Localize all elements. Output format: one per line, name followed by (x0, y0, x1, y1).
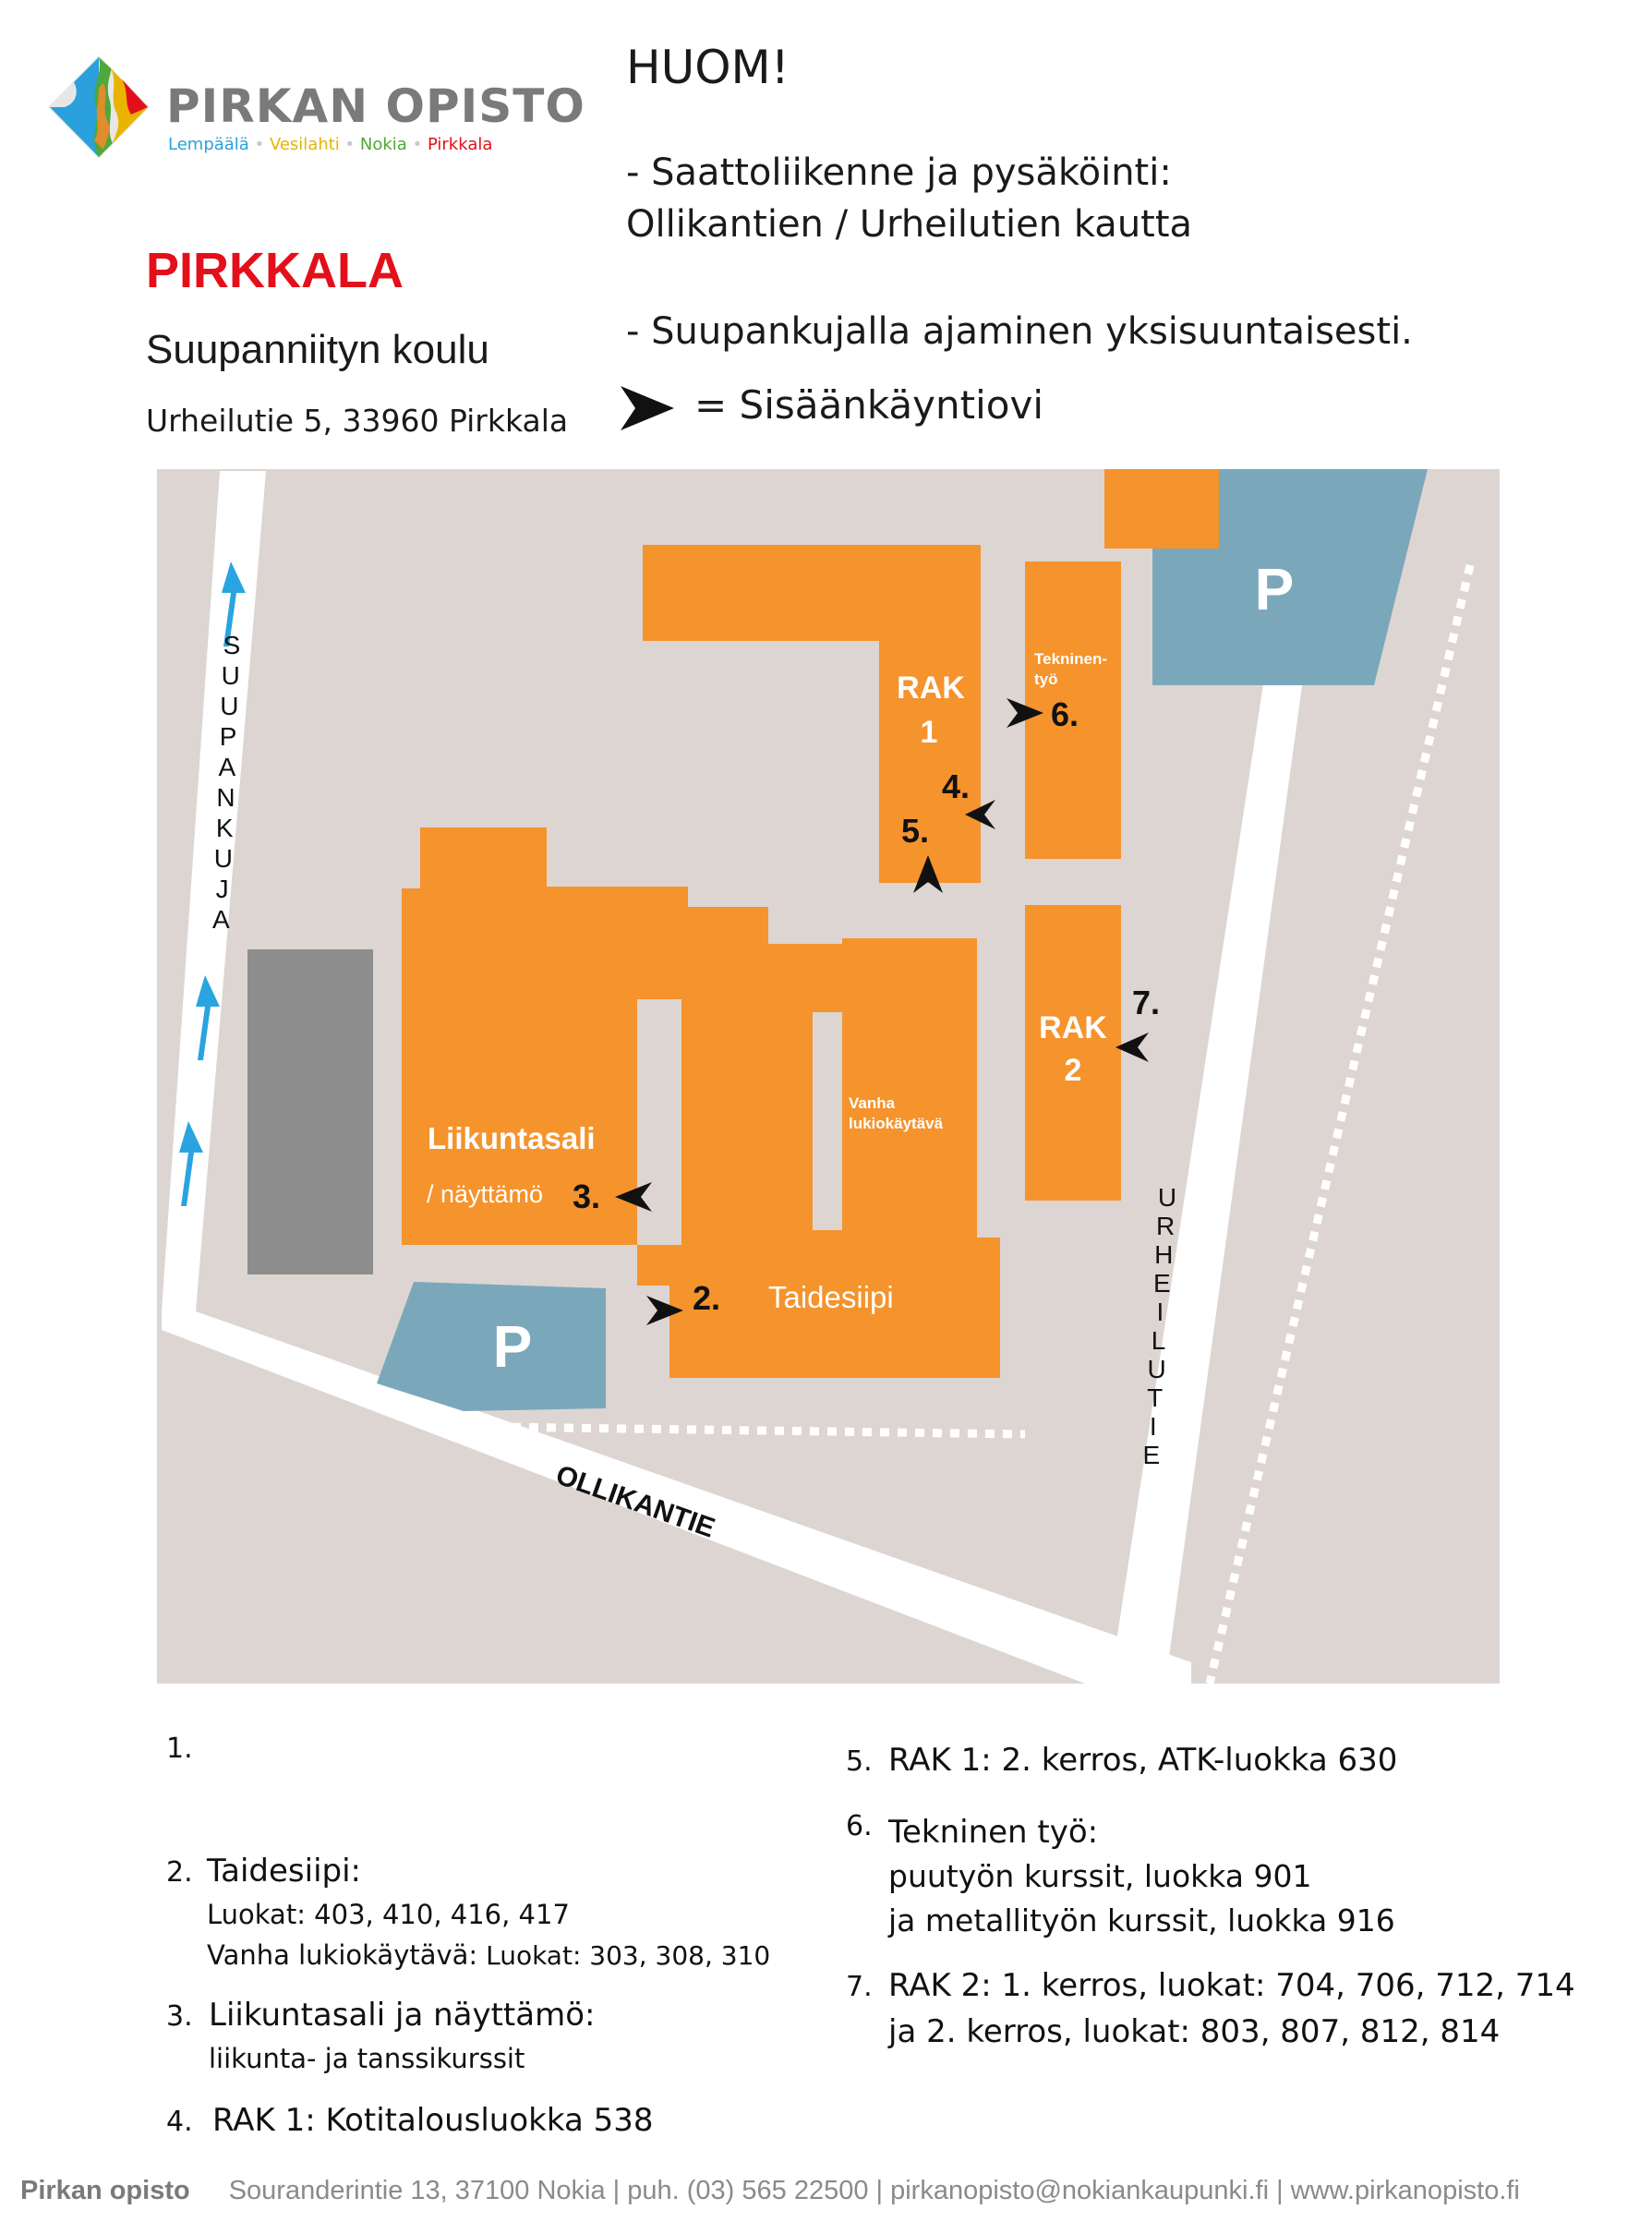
pirkan-opisto-logo-icon (48, 55, 150, 159)
vanha-label: Vanha (849, 1094, 896, 1112)
parking-label-top: P (1255, 556, 1295, 622)
notice-heading: HUOM! (626, 41, 790, 94)
entrance-arrow-icon (615, 698, 1149, 1325)
location-vesilahti: Vesilahti (269, 135, 340, 154)
entrance-arrow-legend-icon (621, 386, 674, 430)
footer-org: Pirkan opisto (20, 2176, 190, 2205)
list-item-4-title: RAK 1: Kotitalousluokka 538 (212, 2102, 654, 2139)
brand-locations: Lempäälä • Vesilahti • Nokia • Pirkkala (168, 135, 492, 154)
suupankuja-road (162, 471, 266, 1311)
entrance-7-label: 7. (1132, 984, 1160, 1021)
rak-1-building (643, 545, 981, 883)
list-item-4-number: 4. (166, 2106, 193, 2138)
entrance-3-label: 3. (573, 1177, 600, 1215)
list-item-6-line1: puutyön kurssit, luokka 901 (888, 1858, 1312, 1894)
list-item-2-line2a: Vanha lukiokäytävä: (207, 1939, 478, 1971)
entrance-4-label: 4. (942, 767, 970, 805)
main-school-building (402, 827, 1000, 1378)
small-block-top (1104, 469, 1219, 549)
rak-2-building (1025, 905, 1121, 1201)
vanha-label-2: lukiokäytävä (849, 1115, 944, 1132)
city-title: PIRKKALA (146, 243, 404, 298)
school-address: Urheilutie 5, 33960 Pirkkala (146, 403, 569, 439)
buildings (402, 469, 1219, 1378)
urheilutie-road (1110, 672, 1304, 1684)
location-nokia: Nokia (359, 135, 407, 154)
tekninen-label-2: työ (1034, 670, 1058, 688)
liikuntasali-label: Liikuntasali (428, 1121, 596, 1155)
list-item-6-number: 6. (846, 1810, 873, 1842)
footer-contact: Souranderintie 13, 37100 Nokia | puh. (0… (228, 2176, 1520, 2205)
one-way-arrow-icon (179, 562, 246, 1206)
list-item-3-title: Liikuntasali ja näyttämö: (209, 1997, 596, 2034)
location-pirkkala: Pirkkala (427, 135, 493, 154)
notice-line-2: Ollikantien / Urheilutien kautta (626, 203, 1193, 246)
grey-block (247, 949, 373, 1274)
list-item-2-title: Taidesiipi: (207, 1853, 362, 1890)
list-item-7-title: RAK 2: 1. kerros, luokat: 704, 706, 712,… (888, 1967, 1575, 2004)
entrance-5-label: 5. (901, 812, 929, 850)
tekninen-tyo-building (1025, 562, 1121, 859)
list-item-7-number: 7. (846, 1971, 873, 2003)
brand-name: PIRKAN OPISTO (166, 79, 585, 133)
list-item-2-line1: Luokat: 403, 410, 416, 417 (207, 1899, 570, 1930)
parking-top-right (1152, 469, 1428, 685)
list-item-7-line1: ja 2. kerros, luokat: 803, 807, 812, 814 (888, 2013, 1501, 2050)
rak-1-number: 1 (921, 715, 938, 750)
notice-line-1: - Saattoliikenne ja pysäköinti: (626, 151, 1172, 194)
legend-entrance-text: = Sisäänkäyntiovi (694, 382, 1043, 428)
parking-label-bottom: P (493, 1313, 533, 1380)
list-item-6-title: Tekninen työ: (888, 1814, 1099, 1851)
rak-1-label: RAK (897, 670, 965, 706)
location-separator: • (254, 135, 265, 154)
taidesiipi-label: Taidesiipi (768, 1280, 894, 1314)
location-separator: • (344, 135, 356, 154)
location-lempaala: Lempäälä (168, 135, 249, 154)
school-name: Suupanniityn koulu (146, 327, 489, 372)
list-item-1-number: 1. (166, 1733, 193, 1765)
list-item-5-title: RAK 1: 2. kerros, ATK-luokka 630 (888, 1742, 1398, 1779)
entrance-2-label: 2. (693, 1279, 720, 1317)
parking-bottom-left (377, 1282, 606, 1411)
list-item-6-line2: ja metallityön kurssit, luokka 916 (888, 1902, 1395, 1938)
ollikantie-road (162, 1311, 1191, 1684)
entrance-6-label: 6. (1051, 695, 1079, 733)
rak-2-number: 2 (1065, 1053, 1082, 1088)
list-item-3-line1: liikunta- ja tanssikurssit (209, 2043, 525, 2074)
dotted-path-bottom (493, 1422, 1026, 1439)
list-item-2-line2: Vanha lukiokäytävä: Luokat: 303, 308, 31… (207, 1939, 770, 1971)
list-item-2-line2b: Luokat: 303, 308, 310 (477, 1940, 771, 1971)
location-separator: • (412, 135, 423, 154)
list-item-2-number: 2. (166, 1856, 193, 1889)
site-map: P P RAK 1 RAK 2 Tekninen- työ Liikuntasa… (157, 469, 1500, 1684)
tekninen-label: Tekninen- (1034, 650, 1107, 668)
nayttamo-label: / näyttämö (427, 1180, 543, 1208)
notice-line-3: - Suupankujalla ajaminen yksisuuntaisest… (626, 310, 1413, 353)
footer: Pirkan opisto Souranderintie 13, 37100 No… (20, 2176, 1520, 2206)
rak-2-label: RAK (1039, 1010, 1107, 1045)
list-item-3-number: 3. (166, 2000, 193, 2033)
list-item-5-number: 5. (846, 1745, 873, 1778)
